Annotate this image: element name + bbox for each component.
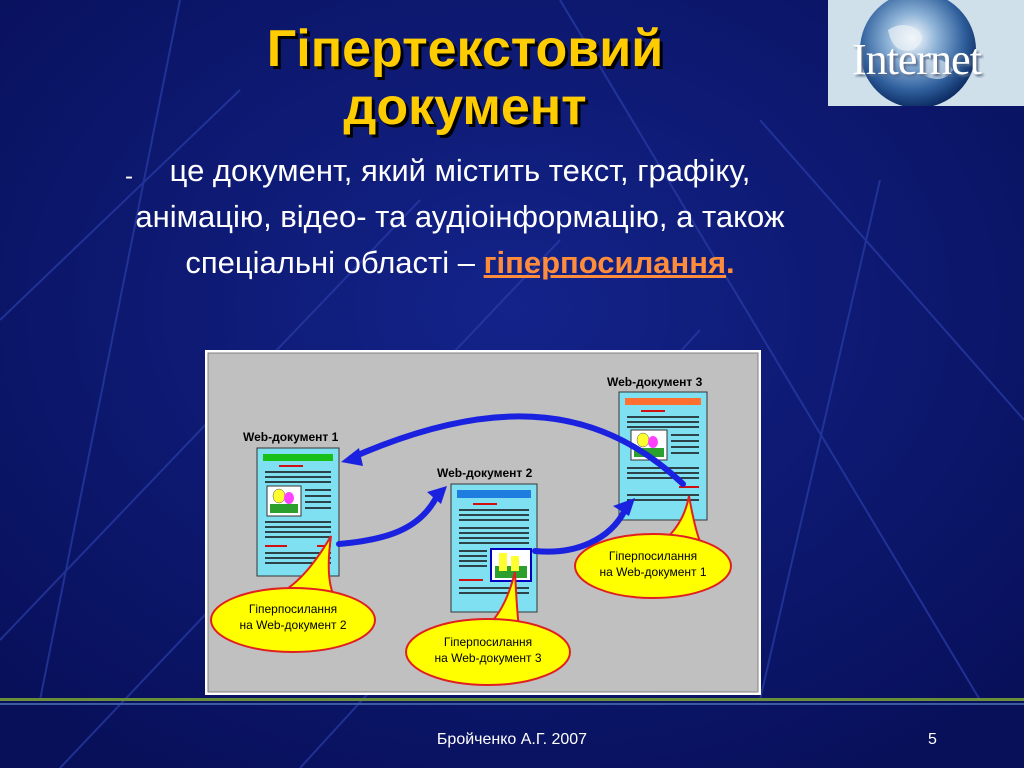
callout1-line2: на Web-документ 2 <box>239 618 346 632</box>
page-number: 5 <box>928 731 937 748</box>
definition-period: . <box>726 245 735 280</box>
logo-text: Internet <box>852 35 982 84</box>
doc3-label: Web-документ 3 <box>607 375 703 389</box>
callout-1: Гіперпосилання на Web-документ 2 <box>210 535 376 653</box>
callout1-line1: Гіперпосилання <box>249 602 337 616</box>
footer-divider-green <box>0 698 1024 701</box>
definition-text: це документ, який містить текст, графіку… <box>100 148 820 286</box>
definition-text-main: це документ, який містить текст, графіку… <box>135 153 785 280</box>
footer-divider-blue <box>0 703 1024 705</box>
web-document-3: Web-документ 3 <box>607 375 708 521</box>
callout3-line1: Гіперпосилання <box>609 549 697 563</box>
callout-3: Гіперпосилання на Web-документ 1 <box>574 495 732 599</box>
callout2-line2: на Web-документ 3 <box>434 651 541 665</box>
title-line-2: документ <box>343 78 587 136</box>
arrow-heads <box>341 448 635 516</box>
callout2-line1: Гіперпосилання <box>444 635 532 649</box>
web-document-2: Web-документ 2 <box>437 466 538 613</box>
bullet-dash: - <box>125 163 133 190</box>
doc1-label: Web-документ 1 <box>243 430 339 444</box>
callout-2: Гіперпосилання на Web-документ 3 <box>405 571 571 686</box>
link-arrows <box>336 413 686 555</box>
slide-title: Гіпертекстовий документ <box>0 20 930 136</box>
title-line-1: Гіпертекстовий <box>266 20 664 78</box>
internet-logo: Internet <box>828 0 1024 106</box>
hyperlink-term[interactable]: гіперпосилання <box>483 245 727 280</box>
doc2-label: Web-документ 2 <box>437 466 533 480</box>
globe-icon <box>860 0 976 106</box>
hypertext-diagram: Web-документ 1 Web-документ 2 <box>205 350 761 695</box>
footer-author: Бройченко А.Г. 2007 <box>436 731 588 748</box>
callout3-line2: на Web-документ 1 <box>599 565 706 579</box>
